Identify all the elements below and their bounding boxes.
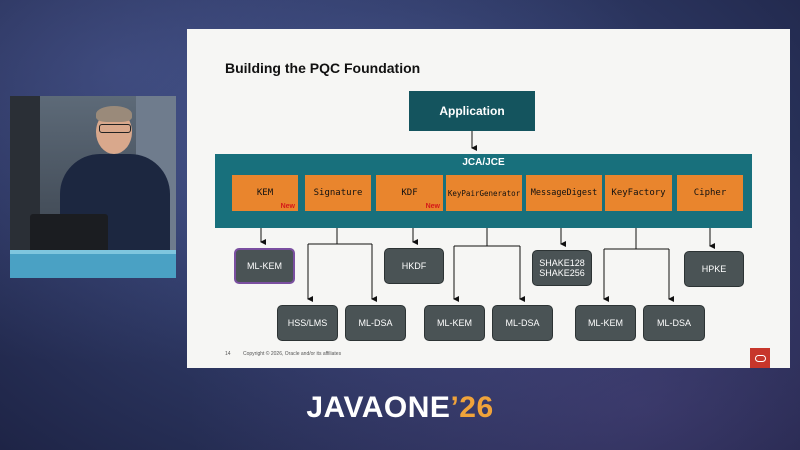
operation-keypairgenerator-label: KeyPairGenerator xyxy=(447,188,521,198)
brand-name: JAVAONE xyxy=(306,391,451,424)
operation-keyfactory-label: KeyFactory xyxy=(611,188,666,198)
algo-keyfactory-ml-dsa: ML-DSA xyxy=(643,305,705,341)
operation-signature: Signature xyxy=(305,175,371,211)
algo-signature-ml-dsa: ML-DSA xyxy=(345,305,406,341)
operation-keypairgenerator: KeyPairGenerator xyxy=(446,175,522,211)
algo-keyfactory-ml-kem: ML-KEM xyxy=(575,305,636,341)
connector-lines xyxy=(260,131,715,302)
oracle-logo-icon xyxy=(750,348,770,368)
algo-hkdf: HKDF xyxy=(384,248,444,284)
algo-signature-hss-lms: HSS/LMS xyxy=(277,305,338,341)
speaker-hair xyxy=(96,106,132,122)
operation-keyfactory: KeyFactory xyxy=(605,175,672,211)
jca-jce-framework-bar: JCA/JCE KEM New Signature KDF New KeyPai… xyxy=(215,154,752,228)
operation-kdf: KDF New xyxy=(376,175,443,211)
algo-kem-ml-kem: ML-KEM xyxy=(234,248,295,284)
brand-year: ’26 xyxy=(450,391,494,424)
operation-kem: KEM New xyxy=(232,175,298,211)
operation-messagedigest-label: MessageDigest xyxy=(530,188,598,198)
operation-kem-label: KEM xyxy=(256,188,274,198)
podium-top xyxy=(10,250,176,256)
algo-keypairgenerator-ml-dsa: ML-DSA xyxy=(492,305,553,341)
presentation-slide: Building the PQC Foundation xyxy=(187,29,790,368)
new-badge-kdf: New xyxy=(425,203,440,210)
operation-kdf-label: KDF xyxy=(401,188,418,198)
slide-title: Building the PQC Foundation xyxy=(225,60,421,76)
operation-cipher: Cipher xyxy=(677,175,743,211)
slide-page-number: 14 xyxy=(225,351,231,357)
algo-shake: SHAKE128 SHAKE256 xyxy=(532,250,592,286)
operation-signature-label: Signature xyxy=(313,188,363,198)
speaker-video-inset xyxy=(10,96,176,278)
jca-jce-label: JCA/JCE xyxy=(462,157,505,168)
javaone-logo: JAVAONE’26 xyxy=(0,391,800,425)
algo-keypairgenerator-ml-kem: ML-KEM xyxy=(424,305,485,341)
application-box: Application xyxy=(409,91,535,131)
algo-hpke: HPKE xyxy=(684,251,744,287)
speaker-glasses xyxy=(99,124,131,133)
new-badge-kem: New xyxy=(280,203,295,210)
operation-cipher-label: Cipher xyxy=(693,188,727,198)
operation-messagedigest: MessageDigest xyxy=(526,175,602,211)
slide-copyright: Copyright © 2026, Oracle and/or its affi… xyxy=(243,351,342,357)
podium xyxy=(10,254,176,278)
